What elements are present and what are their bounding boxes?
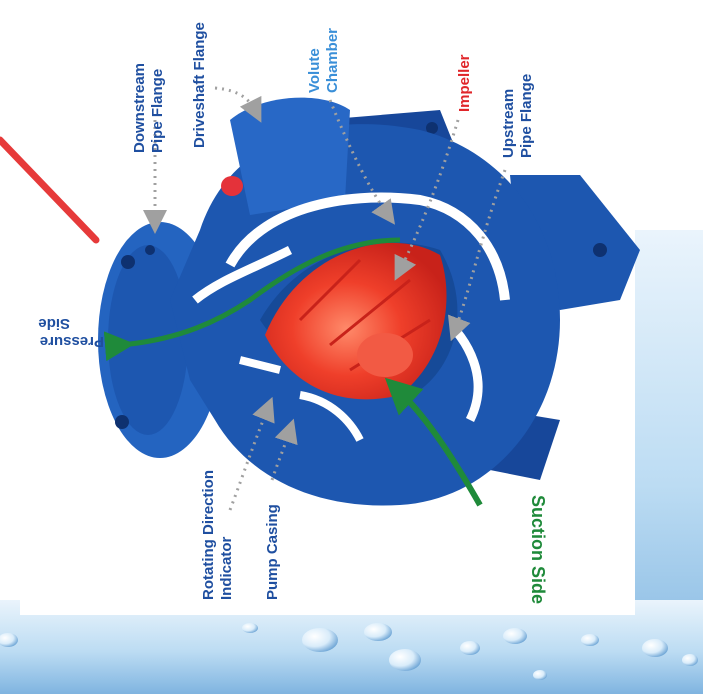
pressure-label-line1: Pressure: [40, 333, 104, 350]
casing-label: Pump Casing: [264, 504, 281, 600]
upstream-label-line1: Upstream: [500, 89, 517, 158]
pressure-label-line2: Side: [38, 315, 70, 332]
downstream-label-line2: Pipe Flange: [149, 69, 166, 153]
upstream-label-line2: Pipe Flange: [518, 74, 535, 158]
driveshaft-label: Driveshaft Flange: [191, 22, 208, 148]
rotating-label-line2: Indicator: [218, 537, 235, 600]
volute-label-line1: Volute: [306, 48, 323, 93]
rotating-label-line1: Rotating Direction: [200, 470, 217, 600]
volute-label-line2: Chamber: [324, 28, 341, 93]
downstream-label-line1: Downstream: [131, 63, 148, 153]
suction-label: Suction Side: [528, 495, 548, 604]
impeller-label: Impeller: [456, 54, 473, 112]
